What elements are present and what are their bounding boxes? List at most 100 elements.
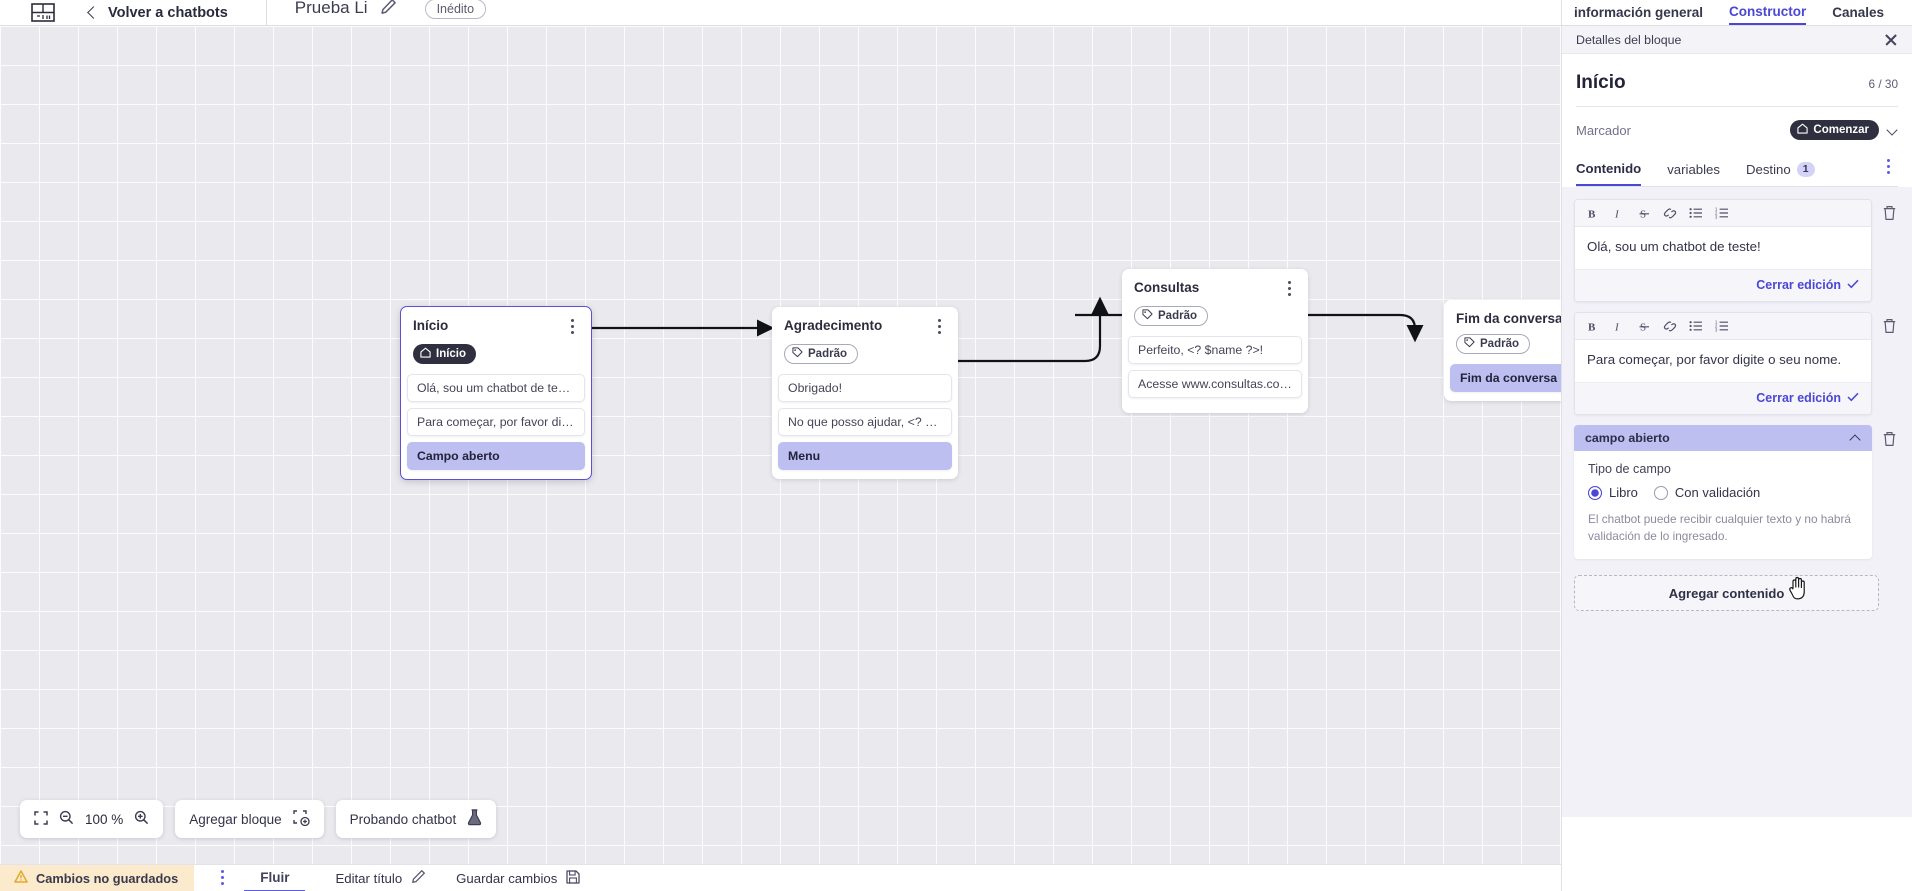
chevron-down-icon[interactable] — [1887, 125, 1898, 136]
link-icon[interactable] — [1657, 316, 1683, 336]
svg-text:2: 2 — [1715, 211, 1718, 216]
add-content-button[interactable]: Agregar contenido — [1574, 575, 1879, 611]
tab-contenido[interactable]: Contenido — [1576, 154, 1642, 186]
close-icon[interactable] — [1882, 31, 1900, 49]
strikethrough-icon[interactable]: S — [1631, 203, 1657, 223]
tab-fluir[interactable]: Fluir — [244, 865, 306, 891]
chevron-left-icon[interactable] — [86, 3, 98, 23]
bold-icon[interactable]: B — [1579, 203, 1605, 223]
bullet-list-icon[interactable] — [1683, 203, 1709, 223]
block-row[interactable]: No que posso ajudar, <? $name ... — [778, 408, 952, 436]
trash-icon[interactable] — [1878, 315, 1900, 337]
save-changes-label: Guardar cambios — [456, 870, 558, 886]
tab-destino-label: Destino — [1745, 162, 1791, 177]
flow-canvas[interactable]: Início Início Olá, sou um chatbot de tes… — [0, 26, 1561, 864]
svg-text:3: 3 — [1715, 214, 1718, 219]
block-row[interactable]: Para começar, por favor digite o ... — [407, 408, 585, 436]
marker-badge[interactable]: Comenzar — [1790, 120, 1879, 140]
open-field-card[interactable]: campo abierto Tipo de campo Libro — [1574, 425, 1872, 559]
block-title: Agradecimento — [784, 318, 883, 333]
field-type-radio-group: Libro Con validación — [1588, 485, 1858, 500]
add-block-icon — [292, 809, 310, 829]
more-vertical-icon[interactable] — [216, 869, 230, 887]
editor-text-value[interactable]: Para começar, por favor digite o seu nom… — [1587, 352, 1842, 367]
block-menu-icon[interactable] — [1283, 280, 1297, 298]
block-row[interactable]: Campo aberto — [407, 442, 585, 470]
flow-block-inicio[interactable]: Início Início Olá, sou um chatbot de tes… — [400, 306, 592, 480]
radio-dot-selected[interactable] — [1588, 485, 1602, 500]
block-row[interactable]: Menu — [778, 442, 952, 470]
radio-option-libro[interactable]: Libro — [1588, 485, 1638, 500]
block-row[interactable]: Fim da conversa — [1450, 364, 1561, 392]
tab-constructor[interactable]: Constructor — [1729, 0, 1807, 25]
block-tag-label: Padrão — [808, 348, 847, 360]
block-menu-icon[interactable] — [566, 318, 580, 336]
bold-icon[interactable]: B — [1579, 316, 1605, 336]
check-icon — [1847, 391, 1859, 405]
rich-text-editor[interactable]: B I S 123 Para começar, por favor digite… — [1574, 312, 1872, 415]
zoom-out-icon[interactable] — [59, 810, 74, 828]
tab-contenido-label: Contenido — [1576, 161, 1642, 176]
flow-block-agradecimento[interactable]: Agradecimento Padrão Obrigado! No que po… — [772, 307, 958, 479]
radio-label-con-validacion: Con validación — [1674, 485, 1761, 500]
fit-screen-icon[interactable] — [34, 810, 48, 828]
editor-text-value[interactable]: Olá, sou um chatbot de teste! — [1587, 239, 1761, 254]
close-edit-button[interactable]: Cerrar edición — [1756, 391, 1859, 405]
svg-text:1: 1 — [1715, 207, 1718, 212]
back-to-chatbots-link[interactable]: Volver a chatbots — [108, 4, 228, 21]
svg-text:3: 3 — [1715, 327, 1718, 332]
svg-text:I: I — [1614, 208, 1620, 220]
svg-text:B: B — [1588, 208, 1596, 220]
block-row[interactable]: Obrigado! — [778, 374, 952, 402]
pencil-icon[interactable] — [380, 0, 397, 20]
flow-block-consultas[interactable]: Consultas Padrão Perfeito, <? $name ?>! … — [1122, 269, 1308, 413]
content-item-text-2: B I S 123 Para começar, por favor digite… — [1574, 312, 1900, 415]
save-changes-button[interactable]: Guardar cambios — [456, 869, 580, 887]
block-header: Agradecimento — [772, 307, 958, 336]
block-rows: Fim da conversa — [1444, 364, 1561, 392]
platform-logo-icon[interactable] — [26, 0, 60, 26]
add-block-button[interactable]: Agregar bloque — [175, 800, 324, 838]
tab-destino[interactable]: Destino 1 — [1746, 155, 1815, 185]
zoom-in-icon[interactable] — [134, 810, 149, 828]
open-field-body: Tipo de campo Libro Con validación E — [1574, 451, 1872, 559]
tab-informacion-general[interactable]: información general — [1574, 4, 1704, 20]
chevron-up-icon[interactable] — [1849, 432, 1861, 444]
bullet-list-icon[interactable] — [1683, 316, 1709, 336]
block-row[interactable]: Perfeito, <? $name ?>! — [1128, 336, 1302, 364]
edit-title-button[interactable]: Editar título — [335, 869, 426, 887]
panel-subheader-label: Detalles del bloque — [1576, 32, 1682, 47]
marker-control[interactable]: Comenzar — [1790, 120, 1898, 140]
block-tag-start: Início — [413, 344, 477, 364]
block-row[interactable]: Acesse www.consultas.com par... — [1128, 370, 1302, 398]
open-field-header[interactable]: campo abierto — [1574, 425, 1872, 451]
page-title: Início — [1576, 72, 1626, 93]
tab-canales[interactable]: Canales — [1832, 4, 1885, 20]
link-icon[interactable] — [1657, 203, 1683, 223]
close-edit-label: Cerrar edición — [1756, 278, 1841, 292]
trash-icon[interactable] — [1878, 202, 1900, 224]
block-menu-icon[interactable] — [933, 318, 947, 336]
block-row[interactable]: Olá, sou um chatbot de teste! — [407, 374, 585, 402]
flow-block-fim-da-conversa[interactable]: Fim da conversa Padrão Fim da conversa — [1444, 300, 1561, 401]
block-rows: Olá, sou um chatbot de teste! Para começ… — [401, 374, 591, 470]
block-tag-label: Padrão — [1480, 338, 1519, 350]
test-chatbot-button[interactable]: Probando chatbot — [335, 800, 497, 838]
more-vertical-icon[interactable] — [1882, 158, 1896, 176]
tab-variables[interactable]: variables — [1667, 155, 1720, 185]
radio-dot[interactable] — [1653, 485, 1668, 500]
italic-icon[interactable]: I — [1605, 316, 1631, 336]
zoom-controls[interactable]: 100 % — [20, 800, 164, 838]
italic-icon[interactable]: I — [1605, 203, 1631, 223]
rich-text-editor[interactable]: B I S 123 Olá, sou um chatbot de teste! … — [1574, 199, 1872, 302]
tag-icon — [1142, 309, 1153, 323]
strikethrough-icon[interactable]: S — [1631, 316, 1657, 336]
marker-row: Marcador Comenzar — [1576, 107, 1898, 152]
panel-title-row: Início 6 / 30 — [1576, 54, 1898, 106]
trash-icon[interactable] — [1878, 428, 1900, 450]
close-edit-button[interactable]: Cerrar edición — [1756, 278, 1859, 292]
home-icon — [1797, 123, 1809, 137]
radio-option-con-validacion[interactable]: Con validación — [1653, 485, 1761, 500]
